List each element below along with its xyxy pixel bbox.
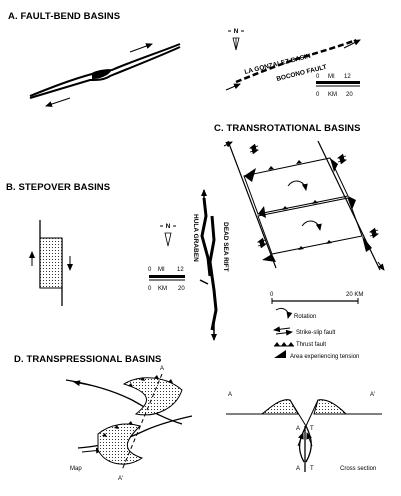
map-label: Map (70, 466, 82, 472)
svg-text:KM: KM (158, 286, 167, 292)
cross-section-end-label: A' (370, 392, 375, 398)
strike-slip-legend-icon (273, 326, 293, 336)
svg-text:T: T (310, 426, 314, 432)
svg-text:A: A (296, 426, 300, 432)
rotated-block-lower (257, 197, 363, 255)
svg-text:MI: MI (328, 74, 335, 80)
svg-text:KM: KM (328, 92, 337, 98)
svg-text:A: A (296, 466, 300, 472)
cross-section-basin-left (260, 399, 299, 415)
cross-section-label: Cross section (340, 466, 376, 472)
hula-graben-label: HULA GRABEN (192, 214, 199, 262)
thrust-fault-teeth (268, 160, 332, 250)
rotation-legend-icon (275, 307, 293, 319)
fault-bend-diagram (29, 43, 181, 107)
strike-slip-arrows (249, 143, 379, 249)
rift-splay (199, 279, 209, 285)
fault-trace-lower (29, 46, 181, 99)
tension-legend-icon (274, 350, 286, 358)
cross-section-start-label: A (228, 392, 232, 398)
thrust-legend-icon (274, 342, 294, 346)
legend-thrust: Thrust fault (296, 342, 326, 348)
tension-area (244, 168, 256, 182)
left-strike-slip-fault (227, 140, 277, 269)
svg-text:MI: MI (158, 267, 165, 273)
north-arrow: N (228, 28, 244, 51)
fault-arrow-ne (343, 39, 361, 49)
basin-lower (97, 423, 144, 465)
dead-sea-rift-label: DEAD SEA RIFT (222, 222, 229, 272)
section-end-label: A' (118, 476, 123, 482)
dead-sea-rift-fault (208, 215, 218, 331)
legend: Rotation Strike-slip fault Thrust fault … (273, 307, 359, 360)
svg-text:0: 0 (270, 292, 274, 298)
svg-text:N: N (166, 223, 171, 230)
right-strike-slip-fault (317, 140, 381, 271)
transrotational-diagram (223, 140, 385, 271)
rotation-arrow-lower (301, 220, 322, 231)
pull-apart-basin (39, 237, 63, 289)
section-start-label: A (160, 366, 164, 372)
hula-graben-fault-west (200, 197, 212, 277)
fault-arrow-sw (225, 83, 241, 91)
transpressional-map: A A' Map (65, 366, 193, 482)
fault-bend-basin (92, 69, 112, 79)
bocono-fault-label: BOCONO FAULT (276, 64, 328, 83)
section-line-a-a-prime (121, 373, 163, 471)
section-d-title: D. TRANSPRESSIONAL BASINS (14, 354, 161, 365)
rotation-arrow-upper (287, 180, 308, 191)
svg-text:12: 12 (344, 74, 351, 80)
scale-bar-b: 0 MI 12 0 KM 20 (148, 267, 185, 292)
svg-text:N: N (234, 28, 239, 35)
legend-tension: Area experiencing tension (290, 354, 359, 360)
svg-text:20: 20 (346, 92, 353, 98)
legend-rotation: Rotation (294, 314, 316, 320)
transrotational-scale: 0 20 KM (270, 292, 363, 304)
svg-text:20 KM: 20 KM (346, 292, 363, 298)
legend-strike-slip: Strike-slip fault (296, 330, 336, 336)
svg-text:0: 0 (148, 286, 152, 292)
transpressional-cross-section: A A' A T A T Cross section (226, 392, 382, 472)
section-c-title: C. TRANSROTATIONAL BASINS (214, 123, 361, 134)
scale-bar-a: 0 MI 12 0 KM 20 (316, 74, 360, 98)
rotated-block-upper (243, 157, 349, 215)
la-gonzalez-map: N LA GONZALEZ BASIN BOCONO FAULT 0 MI 12… (225, 28, 361, 98)
svg-text:20: 20 (178, 286, 185, 292)
motion-arrow-right (129, 43, 153, 53)
section-a-title: A. FAULT-BEND BASINS (8, 11, 120, 22)
section-b-title: B. STEPOVER BASINS (6, 182, 110, 193)
motion-arrow-left (45, 97, 71, 107)
north-arrow-b: N (160, 223, 176, 247)
svg-text:0: 0 (316, 74, 320, 80)
bocono-fault-trace (235, 38, 357, 84)
svg-text:12: 12 (177, 267, 184, 273)
stepover-diagram (29, 220, 73, 306)
hula-graben-map: N HULA GRABEN DEAD SEA RIFT 0 MI 12 0 KM… (148, 189, 229, 341)
svg-text:0: 0 (316, 92, 320, 98)
cross-section-basin-right (313, 399, 348, 415)
svg-text:0: 0 (148, 267, 152, 273)
svg-text:T: T (310, 466, 314, 472)
